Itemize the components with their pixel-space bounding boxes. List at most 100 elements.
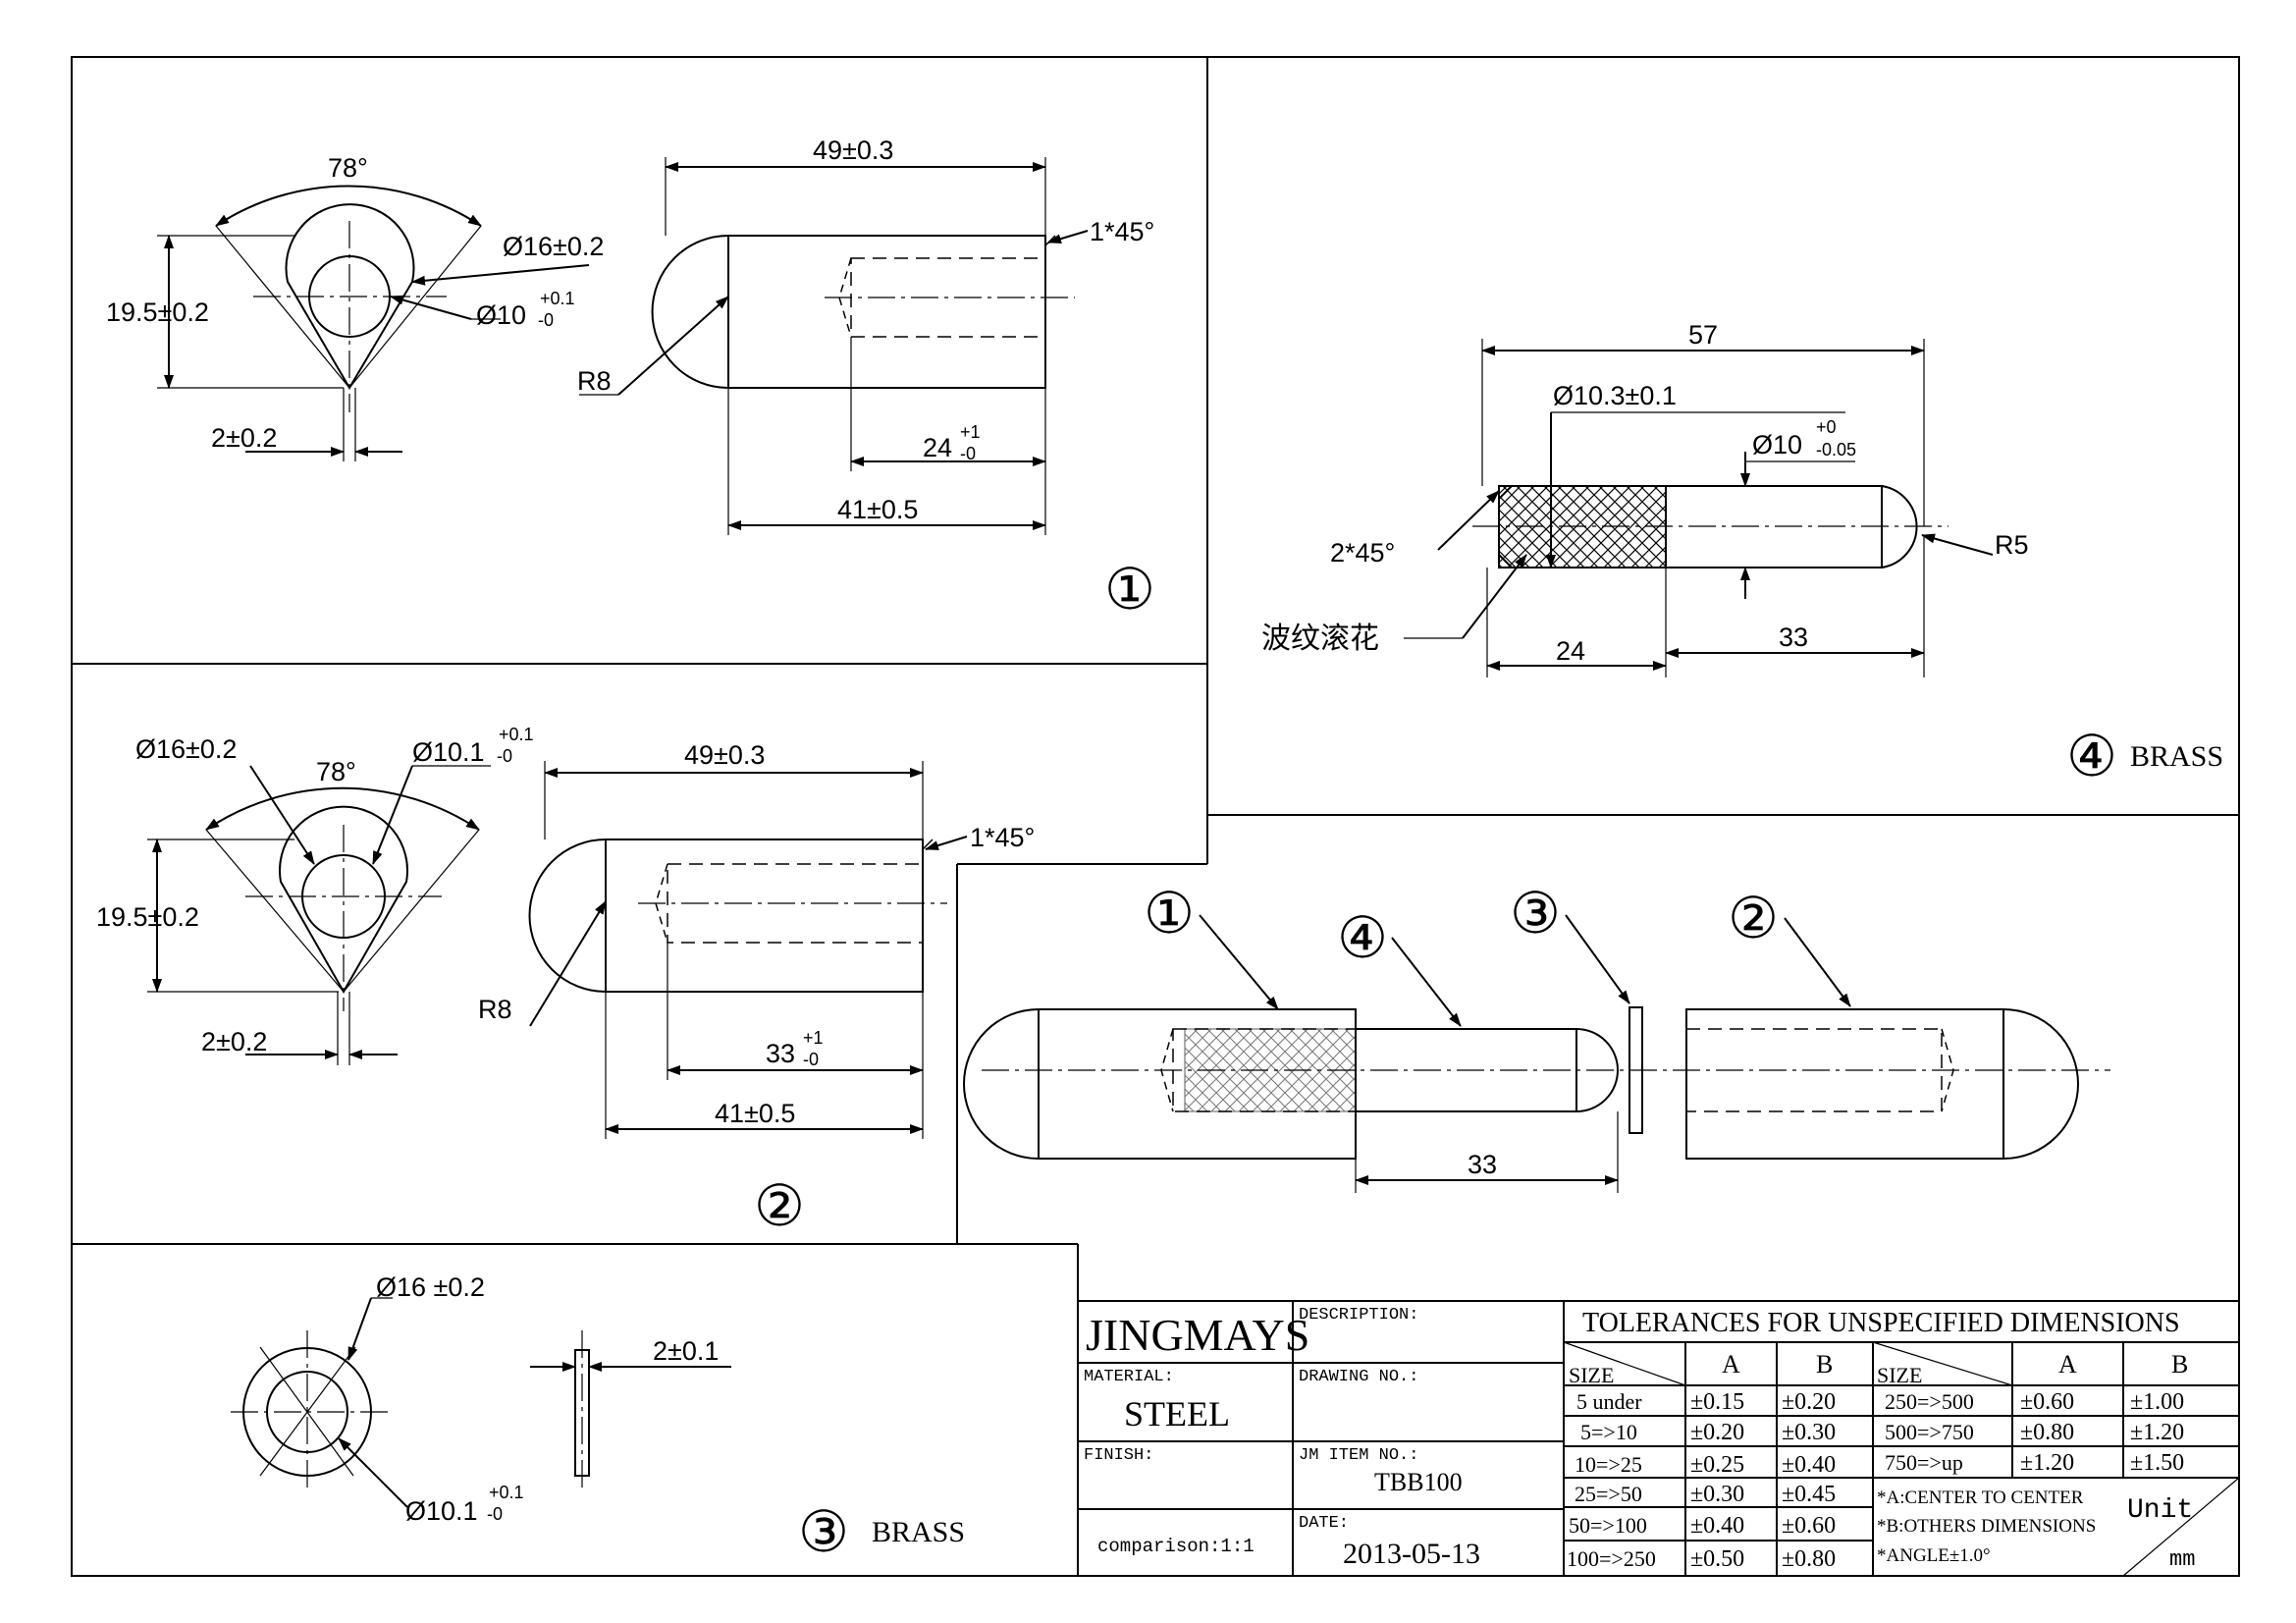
p1-length: 49±0.3 (813, 135, 893, 165)
p1-hole-tol-upper: +1 (960, 422, 981, 442)
p3-inner-tol-lower: -0 (487, 1504, 503, 1524)
p2-inner-tol-upper: +0.1 (499, 725, 534, 744)
sheet-frame (71, 56, 2240, 1577)
part2-labels: Ø16±0.2 78° Ø10.1 +0.1 -0 19.5±0.2 2±0.2… (96, 725, 1035, 1238)
p1-hole-tol-lower: -0 (960, 444, 976, 463)
p1-chamfer: 1*45° (1090, 217, 1154, 246)
p4-knurl-dia: Ø10.3±0.1 (1553, 381, 1677, 410)
p1-callout: ① (1104, 558, 1155, 622)
tol-row3-b: ±0.40 (1782, 1452, 1836, 1478)
p4-callout: ④ (2066, 725, 2117, 788)
tol-row5-a: ±0.40 (1690, 1513, 1744, 1539)
tol-row2-b: ±0.30 (1782, 1420, 1836, 1445)
p1-angle: 78° (328, 153, 368, 183)
unit-value: mm (2169, 1547, 2195, 1572)
p2-tip-width: 2±0.2 (201, 1027, 267, 1056)
p4-radius: R5 (1995, 530, 2029, 560)
p3-material: BRASS (872, 1516, 965, 1548)
tol-row6-size: 100=>250 (1567, 1546, 1656, 1571)
p4-knurl-length: 24 (1556, 636, 1585, 666)
material-value: STEEL (1124, 1394, 1230, 1434)
p1-height: 19.5±0.2 (106, 298, 209, 327)
date-label: DATE: (1299, 1514, 1349, 1533)
col-a-left: A (1722, 1350, 1740, 1379)
part1-side-view (579, 157, 1089, 535)
asm-gap-dim: 33 (1468, 1150, 1497, 1179)
col-b-left: B (1816, 1350, 1833, 1379)
note-center-to-center: *A:CENTER TO CENTER (1877, 1488, 2084, 1508)
tol-row8-b: ±1.20 (2130, 1420, 2184, 1445)
item-no-value: TBB100 (1374, 1468, 1463, 1496)
p2-angle: 78° (316, 757, 356, 786)
assembly-labels: ① ④ ③ ② 33 (1144, 882, 1779, 1179)
size-header-right: SIZE (1877, 1363, 1922, 1387)
size-header-left: SIZE (1569, 1363, 1614, 1387)
tol-row5-size: 50=>100 (1569, 1513, 1647, 1538)
tol-row2-a: ±0.20 (1690, 1420, 1744, 1445)
tol-row9-b: ±1.50 (2130, 1450, 2184, 1476)
tol-row2-size: 5=>10 (1580, 1420, 1637, 1444)
unit-label: Unit (2127, 1495, 2193, 1526)
p1-body-length: 41±0.5 (837, 495, 918, 524)
p2-chamfer: 1*45° (970, 823, 1035, 852)
p4-material: BRASS (2130, 740, 2223, 773)
asm-callout-1: ① (1144, 882, 1195, 946)
p4-knurl-note: 波纹滚花 (1261, 622, 1379, 656)
p3-thickness: 2±0.1 (653, 1336, 719, 1366)
drawing-no-label: DRAWING NO.: (1299, 1368, 1418, 1386)
description-label: DESCRIPTION: (1299, 1306, 1418, 1325)
p3-outer-dia: Ø16 ±0.2 (376, 1272, 485, 1302)
part2-end-view (147, 765, 491, 1065)
tol-row4-b: ±0.45 (1782, 1482, 1836, 1507)
p4-chamfer: 2*45° (1330, 538, 1395, 568)
asm-callout-4: ④ (1337, 906, 1388, 970)
p2-height: 19.5±0.2 (96, 902, 199, 932)
part4-pin-view (1404, 339, 1994, 677)
col-b-right: B (2171, 1350, 2188, 1379)
tol-row8-a: ±0.80 (2020, 1420, 2074, 1445)
title-block-text: JINGMAYS DESCRIPTION: MATERIAL: STEEL DR… (1084, 1306, 2195, 1572)
tol-row9-a: ±1.20 (2020, 1450, 2074, 1476)
p1-tip-width: 2±0.2 (211, 423, 277, 453)
p3-callout: ③ (798, 1500, 849, 1564)
tol-row4-size: 25=>50 (1575, 1482, 1642, 1506)
p1-radius: R8 (577, 366, 612, 396)
tol-row9-size: 750=>up (1885, 1450, 1963, 1475)
part3-labels: Ø16 ±0.2 Ø10.1 +0.1 -0 2±0.1 ③ BRASS (376, 1272, 965, 1564)
assembly-view (963, 914, 2110, 1193)
tol-row1-a: ±0.15 (1690, 1389, 1744, 1415)
material-label: MATERIAL: (1084, 1368, 1174, 1386)
p4-shaft-tol-lower: -0.05 (1816, 440, 1856, 460)
comparison-scale: comparison:1:1 (1097, 1536, 1255, 1557)
p2-inner-tol-lower: -0 (497, 746, 512, 766)
asm-callout-3: ③ (1510, 882, 1561, 946)
p2-hole-tol-upper: +1 (803, 1028, 824, 1048)
part1-end-view (157, 185, 590, 461)
p2-callout: ② (754, 1174, 805, 1238)
tol-row6-a: ±0.50 (1690, 1546, 1744, 1572)
tol-row3-a: ±0.25 (1690, 1452, 1744, 1478)
p1-inner-tol-upper: +0.1 (540, 289, 575, 308)
asm-callout-2: ② (1728, 887, 1779, 950)
p2-hole-depth: 33 (766, 1039, 795, 1068)
col-a-right: A (2058, 1350, 2077, 1379)
p2-hole-tol-lower: -0 (803, 1050, 819, 1069)
part3-washer-view (231, 1297, 731, 1508)
tol-row6-b: ±0.80 (1782, 1546, 1836, 1572)
tol-row3-size: 10=>25 (1575, 1452, 1642, 1477)
p2-body-length: 41±0.5 (715, 1099, 795, 1128)
tol-row5-b: ±0.60 (1782, 1513, 1836, 1539)
p3-inner-tol-upper: +0.1 (489, 1483, 524, 1502)
note-angle: *ANGLE±1.0° (1877, 1545, 1991, 1566)
tol-row8-size: 500=>750 (1885, 1420, 1974, 1444)
tol-row1-b: ±0.20 (1782, 1389, 1836, 1415)
p3-inner-dia: Ø10.1 (405, 1496, 478, 1526)
p4-shaft-dia: Ø10 (1752, 430, 1802, 460)
tol-row7-a: ±0.60 (2020, 1389, 2074, 1415)
p1-inner-tol-lower: -0 (538, 310, 554, 330)
title-block (1078, 1300, 2240, 1577)
part4-labels: 57 Ø10.3±0.1 Ø10 +0 -0.05 2*45° R5 波纹滚花 … (1261, 320, 2223, 788)
tol-row4-a: ±0.30 (1690, 1482, 1744, 1507)
p2-length: 49±0.3 (684, 740, 765, 770)
